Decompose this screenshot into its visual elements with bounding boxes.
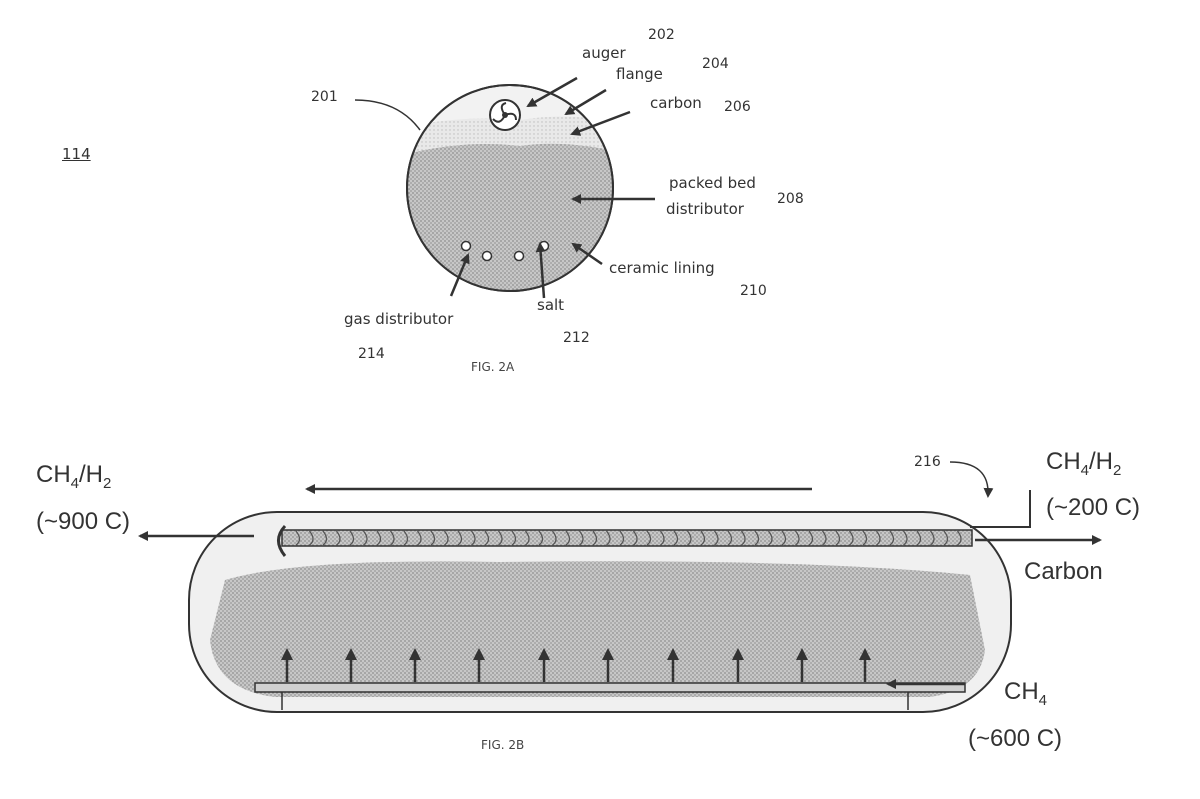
packed-bed-fill — [407, 116, 613, 291]
ref-204: 204 — [702, 56, 729, 72]
outlet-gas-formula: CH4/H2 — [36, 461, 112, 492]
upflow-arrow-head — [409, 648, 421, 660]
outlet-gas-temp: (~900 C) — [36, 508, 131, 535]
upflow-arrow-head — [538, 648, 550, 660]
upflow-arrow-head — [796, 648, 808, 660]
ref-202: 202 — [648, 27, 675, 43]
fig2b-vessel — [188, 490, 1031, 713]
auger-tube — [281, 529, 973, 547]
gas-distributor-label: gas distributor — [344, 310, 454, 328]
ref-212: 212 — [563, 330, 590, 346]
fig2a-leaders — [354, 76, 655, 299]
upflow-arrow-head — [667, 648, 679, 660]
ref-208: 208 — [777, 191, 804, 207]
carbon-out-label: Carbon — [1024, 558, 1103, 585]
methane-in-formula: CH4 — [1004, 678, 1048, 709]
auger-end-hook — [277, 524, 287, 557]
page-ref-114: 114 — [62, 145, 91, 163]
fig2b-arrows — [138, 461, 1102, 689]
upflow-arrow-head — [345, 648, 357, 660]
upflow-arrow-head — [281, 648, 293, 660]
carbon-label: carbon — [650, 94, 702, 112]
ceramic-lining-label: ceramic lining — [609, 259, 715, 277]
ref-214: 214 — [358, 346, 385, 362]
fig-2b-caption: FIG. 2B — [481, 738, 525, 752]
upflow-arrow-head — [732, 648, 744, 660]
distributor-label: distributor — [666, 200, 744, 218]
ref-216: 216 — [914, 454, 941, 470]
methane-in-temp: (~600 C) — [968, 725, 1063, 752]
upflow-arrows — [281, 648, 871, 682]
fig2a-vessel — [406, 84, 614, 292]
packed-bed-2b — [210, 561, 985, 697]
ref-201: 201 — [311, 89, 338, 105]
gas-distributor-pipe — [254, 682, 966, 693]
auger-coils — [295, 530, 962, 546]
ref-210: 210 — [740, 283, 767, 299]
auger-icon — [489, 99, 521, 131]
inlet-gas-formula: CH4/H2 — [1046, 448, 1122, 479]
inlet-pipe — [970, 490, 1031, 528]
flange-label: flange — [616, 65, 663, 83]
upflow-arrow-head — [473, 648, 485, 660]
inlet-gas-temp: (~200 C) — [1046, 494, 1141, 521]
ref-216-leader — [949, 461, 994, 498]
salt-label: salt — [537, 296, 565, 314]
ref-206: 206 — [724, 99, 751, 115]
fig-2a-caption: FIG. 2A — [471, 360, 515, 374]
auger-label: auger — [582, 44, 626, 62]
upflow-arrow-head — [602, 648, 614, 660]
packed-bed-label: packed bed — [669, 174, 756, 192]
upflow-arrow-head — [859, 648, 871, 660]
